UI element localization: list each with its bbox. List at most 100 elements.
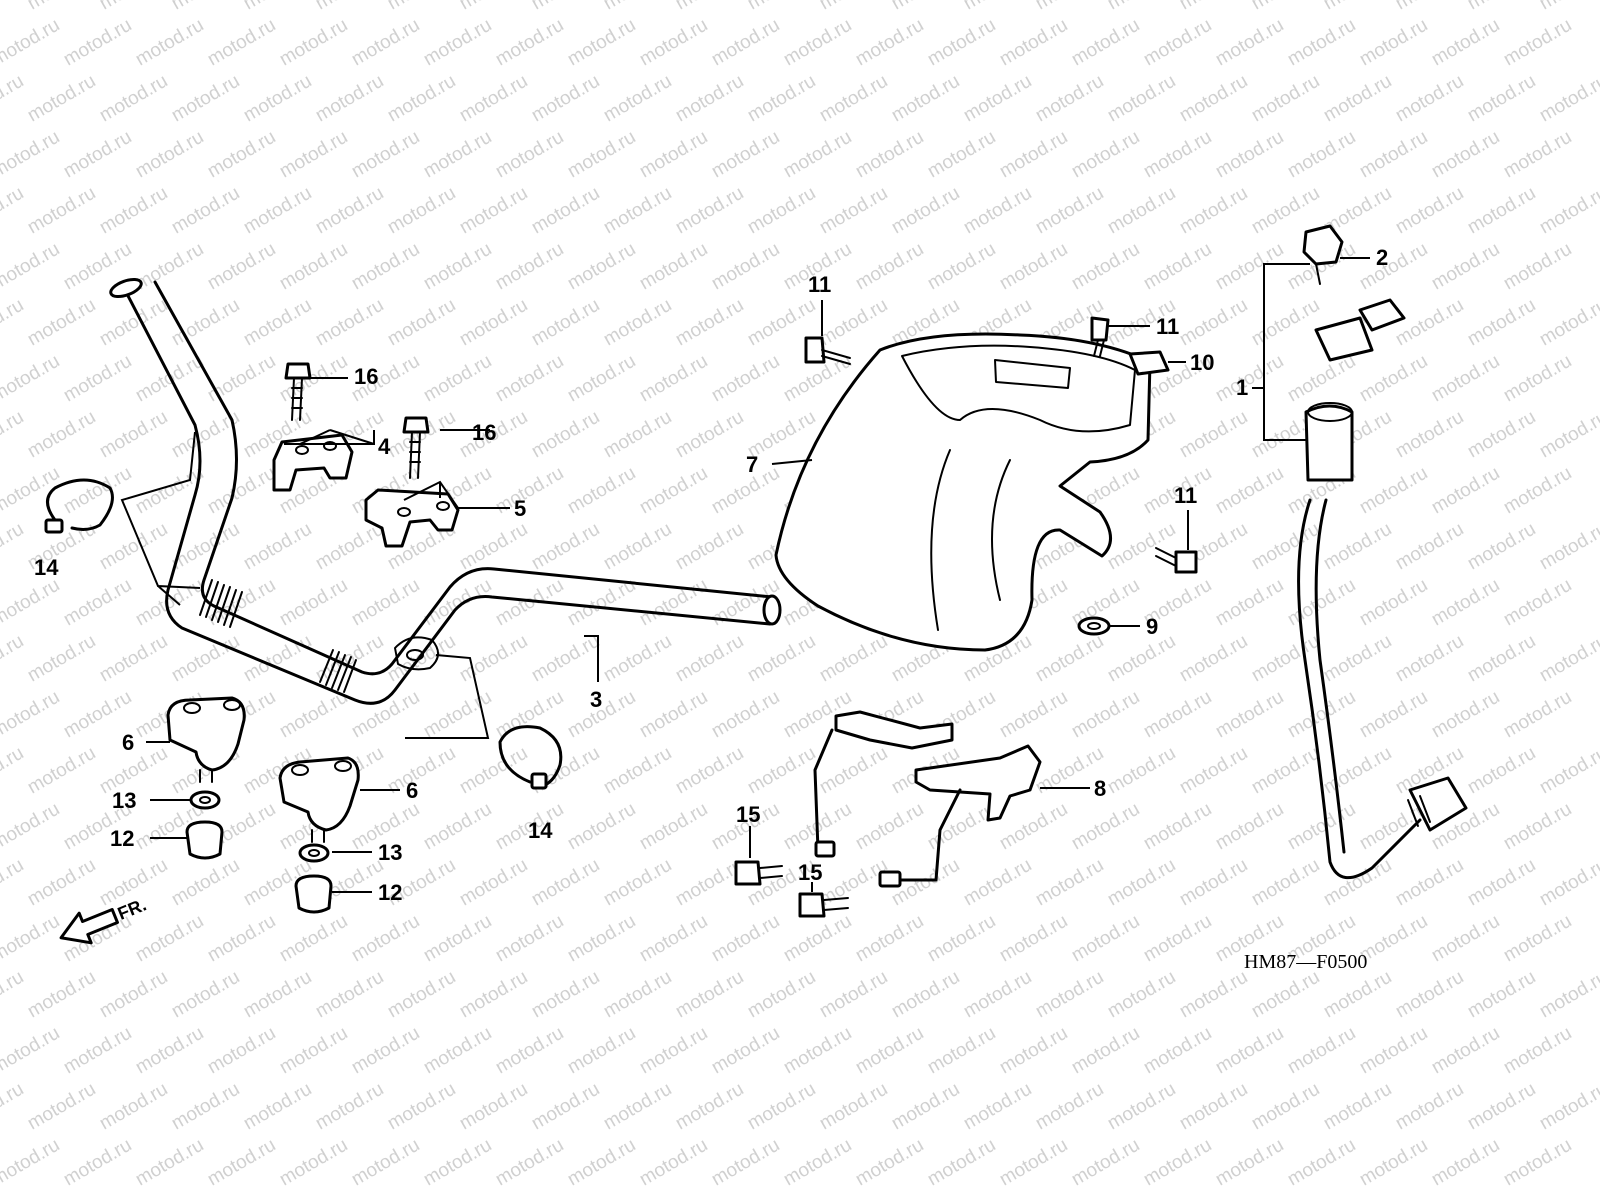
watermark-text: motod.ru (1500, 1023, 1575, 1079)
watermark-text: motod.ru (708, 239, 783, 295)
watermark-text: motod.ru (1104, 855, 1179, 911)
callout-15a: 15 (736, 802, 760, 827)
watermark-text: motod.ru (1536, 743, 1600, 799)
watermark-text: motod.ru (60, 15, 135, 71)
watermark-text: motod.ru (1536, 967, 1600, 1023)
watermark-text: motod.ru (168, 295, 243, 351)
watermark-text: motod.ru (528, 183, 603, 239)
watermark-text: motod.ru (636, 351, 711, 407)
watermark-text: motod.ru (384, 0, 459, 14)
watermark-text: motod.ru (492, 127, 567, 183)
watermark-text: motod.ru (600, 743, 675, 799)
watermark-text: motod.ru (1428, 15, 1503, 71)
watermark-text: motod.ru (528, 1079, 603, 1135)
watermark-text: motod.ru (132, 239, 207, 295)
watermark-text: motod.ru (1140, 239, 1215, 295)
watermark-text: motod.ru (204, 351, 279, 407)
watermark-text: motod.ru (1284, 1135, 1359, 1191)
watermark-text: motod.ru (672, 295, 747, 351)
watermark-text: motod.ru (780, 15, 855, 71)
watermark-text: motod.ru (996, 15, 1071, 71)
watermark-text: motod.ru (1212, 687, 1287, 743)
watermark-text: motod.ru (492, 911, 567, 967)
watermark-text: motod.ru (0, 127, 63, 183)
watermark-text: motod.ru (888, 183, 963, 239)
watermark-text: motod.ru (0, 351, 63, 407)
leader-lines (120, 257, 1370, 893)
watermark-text: motod.ru (528, 855, 603, 911)
handlebar-cover-stay (813, 710, 1042, 888)
watermark-text: motod.ru (456, 855, 531, 911)
watermark-text: motod.ru (1392, 1079, 1467, 1135)
watermark-text: motod.ru (240, 183, 315, 239)
watermark-text: motod.ru (420, 239, 495, 295)
watermark-text: motod.ru (960, 967, 1035, 1023)
watermark-text: motod.ru (564, 463, 639, 519)
watermark-text: motod.ru (348, 687, 423, 743)
watermark-text: motod.ru (1068, 911, 1143, 967)
watermark-text: motod.ru (384, 407, 459, 463)
watermark-text: motod.ru (1176, 855, 1251, 911)
watermark-text: motod.ru (384, 183, 459, 239)
watermark-text: motod.ru (1536, 855, 1600, 911)
watermark-text: motod.ru (1500, 15, 1575, 71)
watermark-text: motod.ru (132, 15, 207, 71)
watermark-text: motod.ru (24, 183, 99, 239)
watermark-text: motod.ru (312, 0, 387, 14)
upper-handlebar-holder (272, 433, 354, 492)
watermark-text: motod.ru (276, 1135, 351, 1191)
watermark-text: motod.ru (492, 463, 567, 519)
watermark-text: motod.ru (492, 15, 567, 71)
watermark-text: motod.ru (240, 1079, 315, 1135)
watermark-text: motod.ru (1392, 967, 1467, 1023)
watermark-text: motod.ru (1032, 855, 1107, 911)
watermark-text: motod.ru (852, 15, 927, 71)
watermark-text: motod.ru (96, 71, 171, 127)
watermark-text: motod.ru (600, 967, 675, 1023)
watermark-text: motod.ru (636, 15, 711, 71)
watermark-text: motod.ru (0, 0, 27, 14)
watermark-text: motod.ru (1500, 463, 1575, 519)
watermark-text: motod.ru (636, 799, 711, 855)
watermark-text: motod.ru (1248, 631, 1323, 687)
watermark-text: motod.ru (600, 407, 675, 463)
watermark-text: motod.ru (420, 911, 495, 967)
bolt-11a (804, 336, 851, 365)
watermark-text: motod.ru (204, 1135, 279, 1191)
watermark-text: motod.ru (816, 1079, 891, 1135)
watermark-text: motod.ru (1356, 575, 1431, 631)
watermark-text: motod.ru (996, 687, 1071, 743)
watermark-text: motod.ru (1428, 127, 1503, 183)
watermark-text: motod.ru (492, 1023, 567, 1079)
watermark-text: motod.ru (816, 0, 891, 14)
callout-7: 7 (746, 452, 758, 477)
watermark-text: motod.ru (1140, 1135, 1215, 1191)
watermark-text: motod.ru (1428, 463, 1503, 519)
watermark-text: motod.ru (24, 631, 99, 687)
watermark-text: motod.ru (204, 911, 279, 967)
watermark-text: motod.ru (1032, 631, 1107, 687)
watermark-text: motod.ru (996, 1023, 1071, 1079)
watermark-text: motod.ru (204, 1023, 279, 1079)
watermark-text: motod.ru (204, 463, 279, 519)
watermark-text: motod.ru (96, 967, 171, 1023)
watermark-text: motod.ru (1392, 407, 1467, 463)
watermark-text: motod.ru (1212, 1135, 1287, 1191)
watermark-text: motod.ru (456, 71, 531, 127)
watermark-text: motod.ru (348, 575, 423, 631)
watermark-text: motod.ru (204, 15, 279, 71)
watermark-text: motod.ru (672, 519, 747, 575)
watermark-text: motod.ru (780, 127, 855, 183)
watermark-text: motod.ru (1500, 239, 1575, 295)
watermark-text: motod.ru (1212, 463, 1287, 519)
watermark-text: motod.ru (1500, 799, 1575, 855)
watermark-text: motod.ru (492, 239, 567, 295)
watermark-text: motod.ru (276, 1023, 351, 1079)
watermark-text: motod.ru (564, 1135, 639, 1191)
lower-handlebar-holder-a (166, 696, 246, 783)
watermark-text: motod.ru (0, 519, 27, 575)
watermark-text: motod.ru (1212, 1023, 1287, 1079)
watermark-text: motod.ru (1392, 71, 1467, 127)
watermark-text: motod.ru (672, 71, 747, 127)
watermark-text: motod.ru (456, 967, 531, 1023)
